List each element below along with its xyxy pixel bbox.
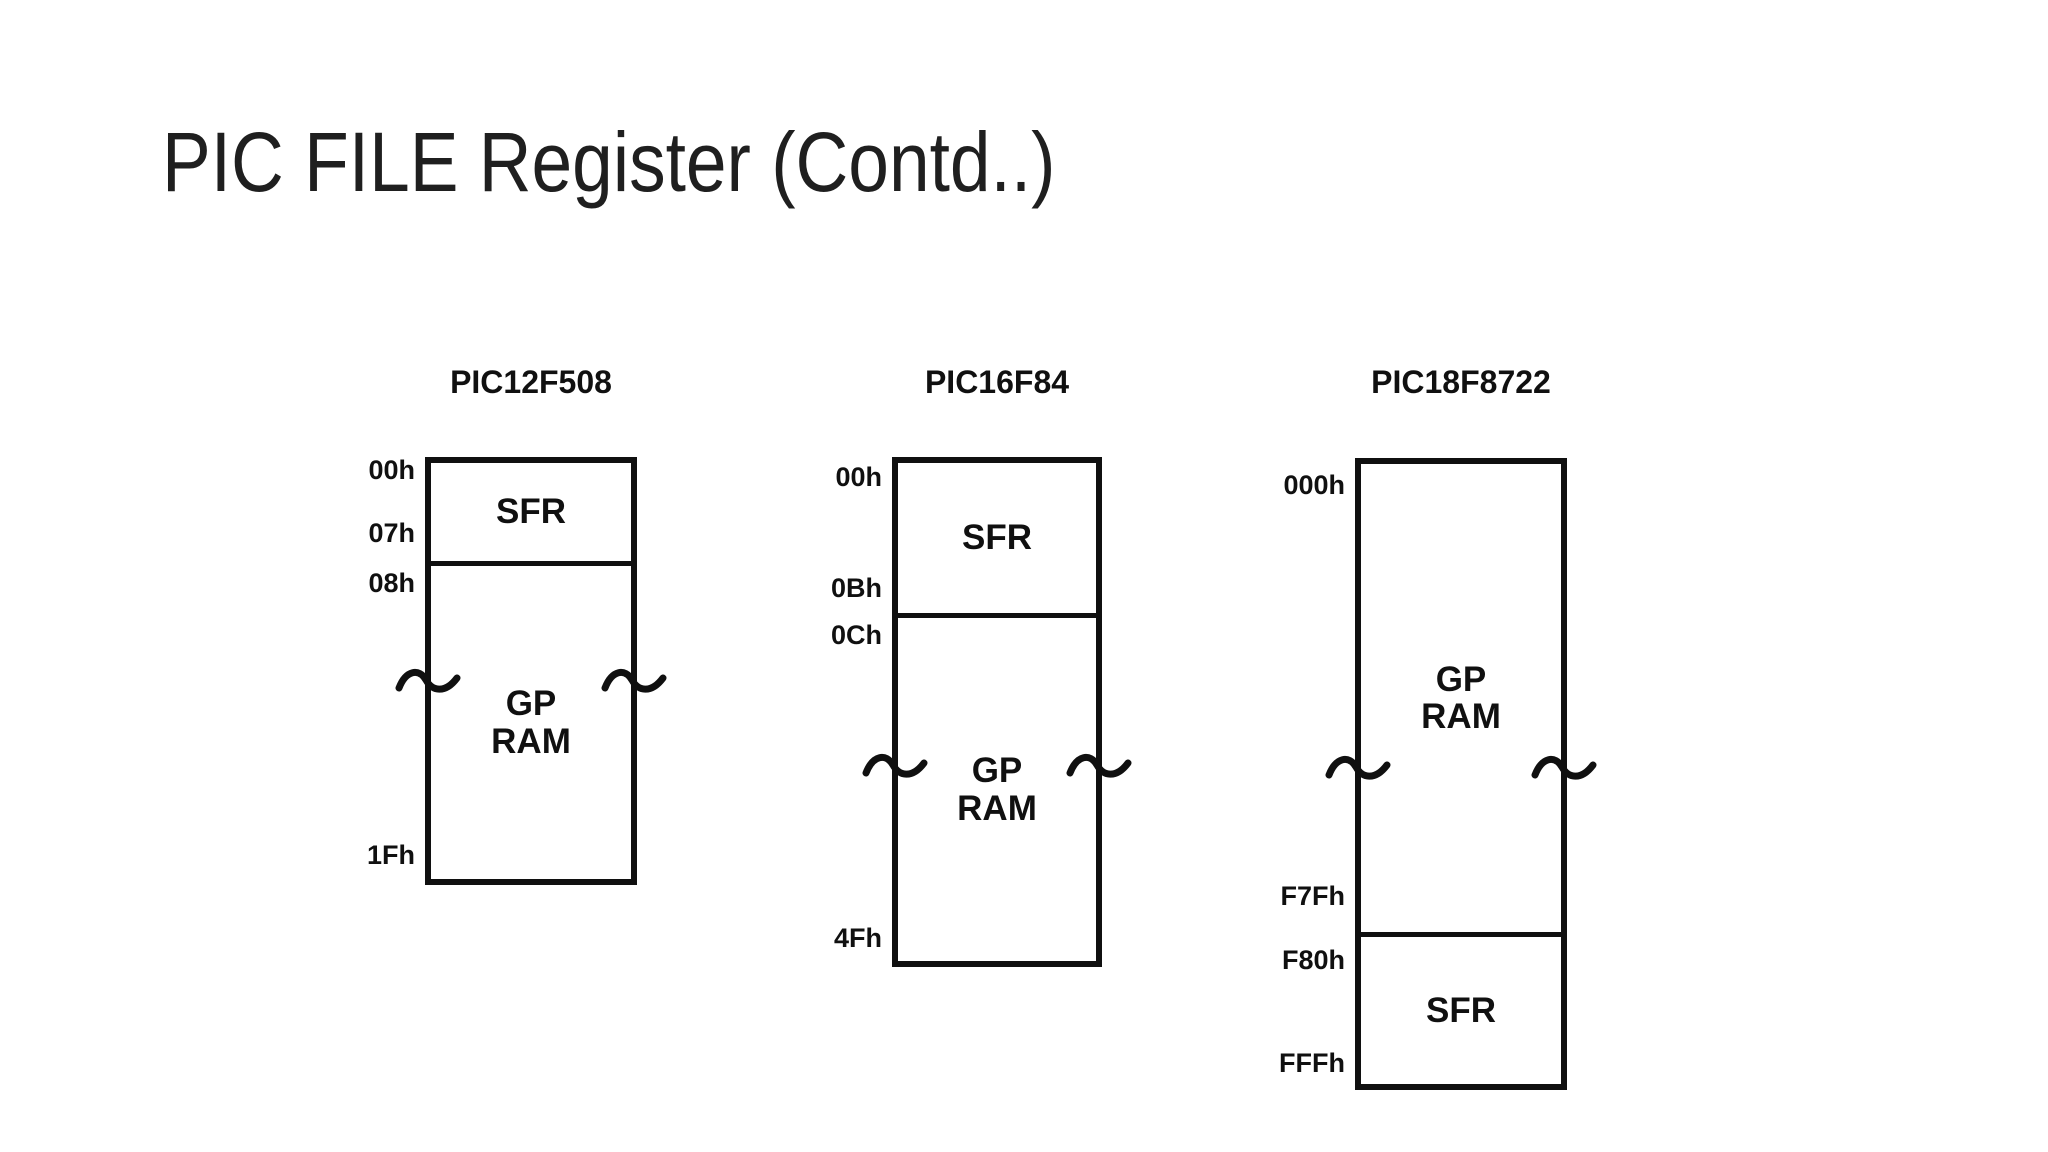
squiggle-break-icon xyxy=(862,748,928,788)
section-divider xyxy=(431,561,631,566)
page-title: PIC FILE Register (Contd..) xyxy=(162,115,1056,209)
section-divider xyxy=(898,613,1096,618)
address-label: F80h xyxy=(1281,945,1345,975)
chip-name: PIC16F84 xyxy=(924,364,1070,400)
squiggle-break-icon xyxy=(395,663,461,703)
chip-name: PIC18F8722 xyxy=(1371,364,1551,400)
sfr-section-label: SFR xyxy=(1426,990,1496,1030)
squiggle-break-icon xyxy=(1066,748,1132,788)
sfr-section-label: SFR xyxy=(962,518,1032,558)
memory-box: SFR GP RAM xyxy=(425,457,637,885)
address-label: 0Bh xyxy=(830,573,882,603)
chip-name: PIC12F508 xyxy=(450,364,612,400)
gp-ram-section-label: GP RAM xyxy=(491,684,571,761)
squiggle-break-icon xyxy=(1531,750,1597,790)
address-label: 4Fh xyxy=(833,923,882,953)
address-label: 08h xyxy=(368,568,415,598)
section-divider xyxy=(1361,932,1561,937)
address-label: 1Fh xyxy=(366,840,415,870)
address-label: FFFh xyxy=(1279,1048,1345,1078)
squiggle-break-icon xyxy=(1325,750,1391,790)
gp-ram-section-label: GP RAM xyxy=(1421,659,1501,736)
address-label: 00h xyxy=(835,462,882,492)
sfr-section-label: SFR xyxy=(496,492,566,532)
address-label: F7Fh xyxy=(1280,881,1346,911)
address-label: 0Ch xyxy=(830,620,882,650)
address-label: 00h xyxy=(368,455,415,485)
memory-box: SFR GP RAM xyxy=(892,457,1102,967)
address-label: 07h xyxy=(368,518,415,548)
squiggle-break-icon xyxy=(601,663,667,703)
address-label: 000h xyxy=(1283,470,1345,500)
gp-ram-section-label: GP RAM xyxy=(957,751,1037,828)
